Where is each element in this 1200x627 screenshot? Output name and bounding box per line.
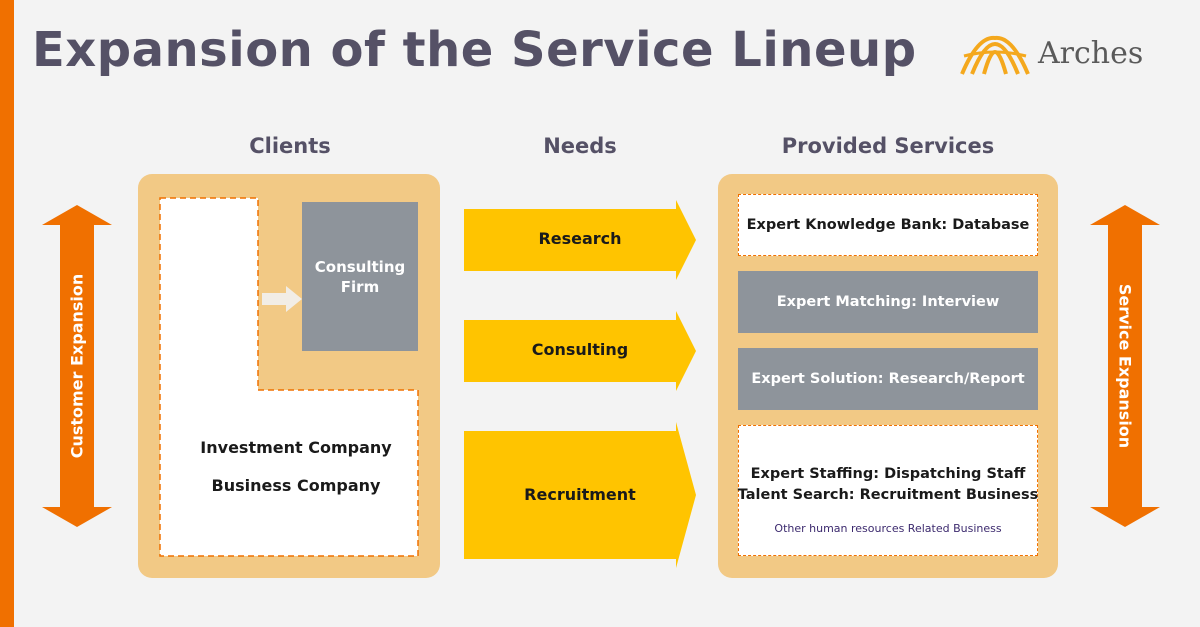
need-arrow-research: Research xyxy=(464,200,696,280)
service-matching: Expert Matching: Interview xyxy=(738,271,1038,333)
service-solution-label: Expert Solution: Research/Report xyxy=(751,370,1025,387)
need-label-research: Research xyxy=(538,229,622,248)
service-expansion-label: Service Expansion xyxy=(1115,283,1135,449)
service-other-note: Other human resources Related Business xyxy=(774,522,1002,535)
investment-company-label: Investment Company xyxy=(200,438,392,457)
customer-expansion-label: Customer Expansion xyxy=(67,273,87,459)
clients-heading: Clients xyxy=(249,134,331,158)
service-solution: Expert Solution: Research/Report xyxy=(738,348,1038,410)
service-expansion-arrow: Service Expansion xyxy=(1090,205,1160,527)
need-label-recruitment: Recruitment xyxy=(524,485,636,504)
need-arrow-recruitment: Recruitment xyxy=(464,422,696,568)
need-arrow-consulting: Consulting xyxy=(464,311,696,391)
services-heading: Provided Services xyxy=(781,134,995,158)
consulting-firm-line-1: Consulting xyxy=(314,257,406,276)
page-title: Expansion of the Service Lineup xyxy=(32,22,917,78)
service-staffing: Expert Staffing: Dispatching Staff Talen… xyxy=(738,425,1038,556)
needs-heading: Needs xyxy=(543,134,617,158)
need-label-consulting: Consulting xyxy=(531,340,629,359)
logo-text: Arches xyxy=(1038,36,1144,71)
right-arrow-icon xyxy=(262,286,302,312)
customer-expansion-arrow: Customer Expansion xyxy=(42,205,112,527)
service-talent-search-label: Talent Search: Recruitment Business xyxy=(737,487,1039,503)
brand-logo: Arches xyxy=(958,32,1158,80)
arches-logo-icon xyxy=(960,35,1030,75)
service-knowledge-bank: Expert Knowledge Bank: Database xyxy=(738,194,1038,256)
left-accent-bar xyxy=(0,0,14,627)
service-staffing-label: Expert Staffing: Dispatching Staff xyxy=(750,466,1026,482)
business-company-label: Business Company xyxy=(211,476,381,495)
service-matching-label: Expert Matching: Interview xyxy=(776,293,1000,310)
service-knowledge-bank-label: Expert Knowledge Bank: Database xyxy=(746,216,1030,233)
consulting-firm-box: Consulting Firm xyxy=(302,202,418,351)
consulting-firm-line-2: Firm xyxy=(340,277,380,296)
